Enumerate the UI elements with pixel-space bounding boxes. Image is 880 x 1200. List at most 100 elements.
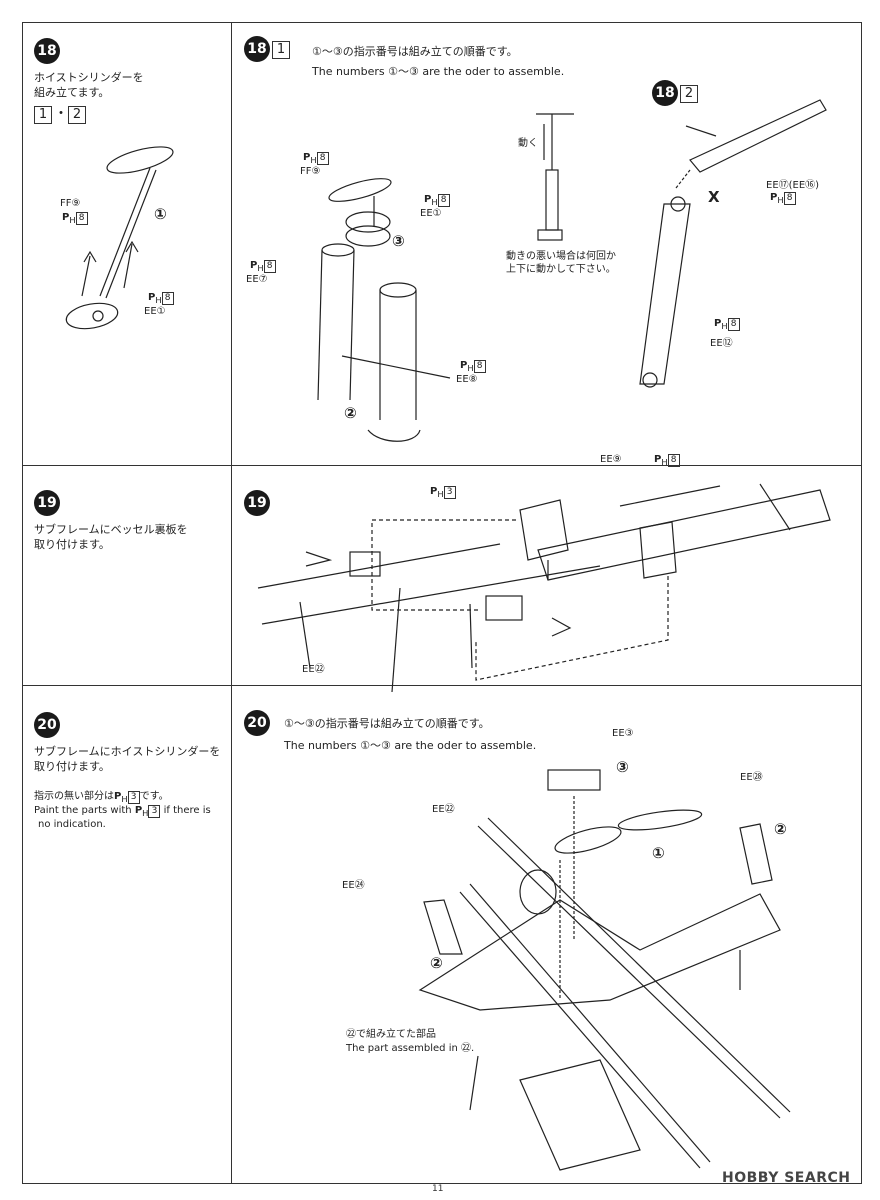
p-letter: P (114, 791, 122, 802)
h-sub: H (431, 197, 438, 207)
h-sub: H (777, 195, 784, 205)
step-20-assembly-drawing (418, 769, 791, 1171)
ph-box: 8 (437, 194, 450, 207)
move-note: 動きの悪い場合は何回か 上下に動かして下さい。 (506, 251, 616, 275)
label-ee12: EE⑫ (710, 338, 733, 349)
p-letter: P (460, 360, 468, 371)
label-ee17: EE⑰(EE⑯) (766, 180, 820, 191)
h-sub: H (310, 155, 317, 165)
p-letter: P (430, 486, 438, 497)
ph-box: 8 (263, 260, 276, 273)
p-letter: P (424, 194, 432, 205)
ph-box: 8 (727, 318, 740, 331)
ph-box: 8 (161, 292, 174, 305)
step-19-diagram-badge: 19 (244, 490, 270, 516)
h-sub: H (257, 263, 264, 273)
step-20-badge: 20 (34, 712, 60, 738)
note-jp-a: 指示の無い部分は (34, 791, 114, 802)
step-18-1-order-jp: ①～③の指示番号は組み立ての順番です。 (312, 45, 518, 58)
circle-1-b: ① (652, 844, 665, 862)
h-sub: H (121, 794, 128, 804)
step-18-2-linkage-drawing (639, 99, 827, 388)
label-ee1-b: EE① (420, 208, 442, 219)
ph-box: 8 (667, 454, 680, 467)
instruction-page (22, 22, 862, 1184)
label-ee1: EE① (144, 306, 166, 317)
h-sub: H (721, 321, 728, 331)
label-ee28: EE㉘ (740, 772, 763, 783)
circle-3-marker: ③ (392, 232, 405, 250)
step-18-1-cylinder-drawing (317, 178, 451, 442)
h-sub: H (155, 295, 162, 305)
label-ee7: EE⑦ (246, 274, 268, 285)
label-ff9-b: FF⑨ (300, 166, 321, 177)
label-ee8: EE⑧ (456, 374, 478, 385)
note-en-b: if there is (163, 805, 211, 816)
h-sub: H (69, 215, 76, 225)
p-letter: P (62, 212, 70, 223)
step-18-2-sub: 2 (680, 82, 700, 103)
circle-1-marker: ① (154, 205, 167, 223)
p-letter: P (714, 318, 722, 329)
moving-rod-drawing (536, 113, 574, 241)
p-letter: P (303, 152, 311, 163)
circle-2-marker: ② (344, 404, 357, 422)
row-divider-1 (23, 465, 861, 466)
step-20-note-en-3: no indication. (38, 819, 106, 830)
ph-box: 3 (148, 805, 161, 818)
step-18-2-badge: 18 (652, 80, 678, 106)
subpart-1-box: 1 (34, 106, 52, 124)
step-18-1-badge: 18 (244, 36, 270, 62)
label-ee24: EE㉔ (342, 880, 365, 891)
step-19-badge: 19 (34, 490, 60, 516)
p-letter: P (134, 805, 143, 816)
label-ee22-b: EE㉒ (432, 804, 455, 815)
label-ff9: FF⑨ (60, 198, 81, 209)
step-20-diagram-badge: 20 (244, 710, 270, 736)
sub-box: 2 (680, 85, 698, 103)
ph-box: 3 (443, 486, 456, 499)
move-label: 動く (518, 138, 538, 149)
p-letter: P (770, 192, 778, 203)
step-19-frame-drawing (257, 483, 831, 693)
h-sub: H (661, 457, 668, 467)
step-18-title: ホイストシリンダーを 組み立てます。 (34, 71, 144, 99)
step-20-order-jp: ①～③の指示番号は組み立ての順番です。 (284, 717, 490, 730)
ph-box: 8 (75, 212, 88, 225)
step-18-subparts: 1・2 (34, 106, 88, 124)
column-divider (231, 23, 232, 1183)
ph-box: 8 (783, 192, 796, 205)
circle-2-c: ② (430, 954, 443, 972)
ph-box: 8 (316, 152, 329, 165)
step-20-order-en: The numbers ①～③ are the oder to assemble… (284, 739, 537, 752)
subpart-separator: ・ (54, 106, 68, 122)
p-letter: P (250, 260, 258, 271)
step-18-1-order-en: The numbers ①～③ are the oder to assemble… (312, 65, 565, 78)
row-divider-2 (23, 685, 861, 686)
h-sub: H (142, 808, 149, 818)
ph-box: 8 (473, 360, 486, 373)
p-letter: P (654, 454, 662, 465)
subpart-2-box: 2 (68, 106, 86, 124)
step-20-title: サブフレームにホイストシリンダーを 取り付けます。 (34, 745, 221, 773)
step-18-cylinder-drawing (65, 146, 174, 330)
ph-box: 3 (127, 791, 140, 804)
x-mark: X (708, 188, 720, 206)
step-18-1-sub: 1 (272, 38, 292, 59)
h-sub: H (437, 489, 444, 499)
label-ee22: EE㉒ (302, 664, 325, 675)
note-en-a: Paint the parts with (34, 805, 132, 816)
watermark: HOBBY SEARCH (722, 1170, 851, 1186)
part-assembled-jp: ㉒で組み立てた部品 (346, 1029, 436, 1040)
